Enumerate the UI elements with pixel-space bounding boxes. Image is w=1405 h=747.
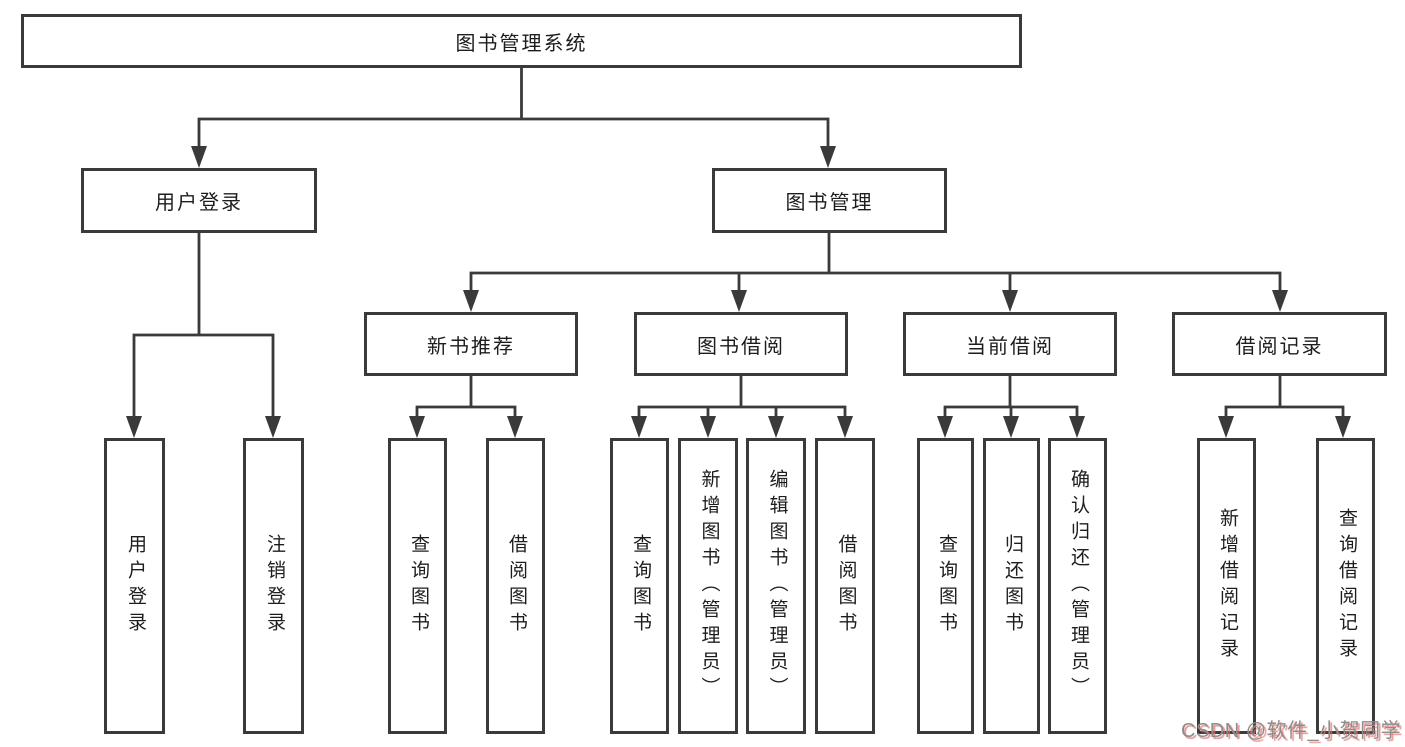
node-user-login: 用户登录: [81, 168, 317, 233]
connector-root-to-level2-arrows: [191, 146, 836, 168]
arrow-down: [1002, 290, 1018, 312]
arrow-down: [1272, 290, 1288, 312]
connector-bookmgmt-arrows: [463, 290, 1288, 312]
arrow-down: [191, 146, 207, 168]
connector-borrowrecords-to-leaves: [1224, 376, 1345, 418]
connector-userlogin-to-leaves: [132, 233, 275, 418]
arrow-down: [1335, 416, 1351, 438]
leaf-records-add: 新增借阅记录: [1197, 438, 1256, 734]
node-label: 借阅图书: [835, 534, 857, 638]
node-label: 查询图书: [935, 534, 957, 638]
leaf-newbooks-query: 查询图书: [388, 438, 447, 734]
node-new-book-recommend: 新书推荐: [364, 312, 578, 376]
node-label: 查询借阅记录: [1335, 508, 1357, 664]
leaf-logout: 注销登录: [243, 438, 304, 734]
arrow-down: [731, 290, 747, 312]
arrow-down: [1069, 416, 1085, 438]
node-book-borrow: 图书借阅: [634, 312, 848, 376]
node-label: 新增借阅记录: [1216, 508, 1238, 664]
arrow-down: [1003, 416, 1019, 438]
node-label: 用户登录: [124, 534, 146, 638]
node-label: 编辑图书（管理员）: [766, 469, 788, 703]
leaf-records-query: 查询借阅记录: [1316, 438, 1375, 734]
connector-newbooks-arrows: [409, 416, 523, 438]
leaf-borrow-book: 借阅图书: [815, 438, 875, 734]
connector-currentborrow-arrows: [937, 416, 1085, 438]
arrow-down: [631, 416, 647, 438]
leaf-borrow-add-admin: 新增图书（管理员）: [678, 438, 738, 734]
node-label: 借阅记录: [1235, 335, 1324, 358]
connector-newbooks-to-leaves: [415, 376, 517, 418]
arrow-down: [937, 416, 953, 438]
connector-borrowrecords-arrows: [1218, 416, 1351, 438]
node-label: 查询图书: [629, 534, 651, 638]
leaf-user-login: 用户登录: [104, 438, 165, 734]
connector-userlogin-arrows: [126, 416, 281, 438]
connector-bookborrow-to-leaves: [637, 376, 847, 418]
leaf-newbooks-borrow: 借阅图书: [486, 438, 545, 734]
node-label: 当前借阅: [966, 335, 1054, 358]
arrow-down: [463, 290, 479, 312]
csdn-watermark: CSDN @软件_小贺同学: [1181, 720, 1402, 742]
connector-currentborrow-to-leaves: [943, 376, 1079, 418]
node-label: 用户登录: [155, 192, 243, 214]
arrow-down: [820, 146, 836, 168]
arrow-down: [768, 416, 784, 438]
node-root-system: 图书管理系统: [21, 14, 1022, 68]
node-current-borrow: 当前借阅: [903, 312, 1117, 376]
leaf-borrow-query: 查询图书: [610, 438, 669, 734]
node-label: 图书借阅: [697, 335, 785, 358]
connector-bookborrow-arrows: [631, 416, 853, 438]
leaf-current-confirm-admin: 确认归还（管理员）: [1048, 438, 1107, 734]
node-book-management: 图书管理: [712, 168, 947, 233]
node-label: 图书管理: [785, 192, 874, 214]
node-label: 查询图书: [407, 534, 429, 638]
connector-bookmgmt-to-level3: [469, 233, 1282, 292]
arrow-down: [1218, 416, 1234, 438]
node-label: 新增图书（管理员）: [698, 469, 720, 703]
leaf-current-return: 归还图书: [983, 438, 1040, 734]
arrow-down: [837, 416, 853, 438]
node-label: 注销登录: [263, 534, 285, 638]
arrow-down: [265, 416, 281, 438]
connector-root-to-level2: [197, 68, 830, 150]
node-label: 确认归还（管理员）: [1067, 469, 1089, 703]
leaf-current-query: 查询图书: [917, 438, 974, 734]
node-label: 图书管理系统: [455, 32, 588, 55]
arrow-down: [700, 416, 716, 438]
node-label: 借阅图书: [505, 534, 527, 638]
node-label: 新书推荐: [427, 335, 515, 358]
leaf-borrow-edit-admin: 编辑图书（管理员）: [746, 438, 806, 734]
arrow-down: [507, 416, 523, 438]
node-label: 归还图书: [1001, 534, 1023, 638]
node-borrow-records: 借阅记录: [1172, 312, 1387, 376]
arrow-down: [409, 416, 425, 438]
arrow-down: [126, 416, 142, 438]
